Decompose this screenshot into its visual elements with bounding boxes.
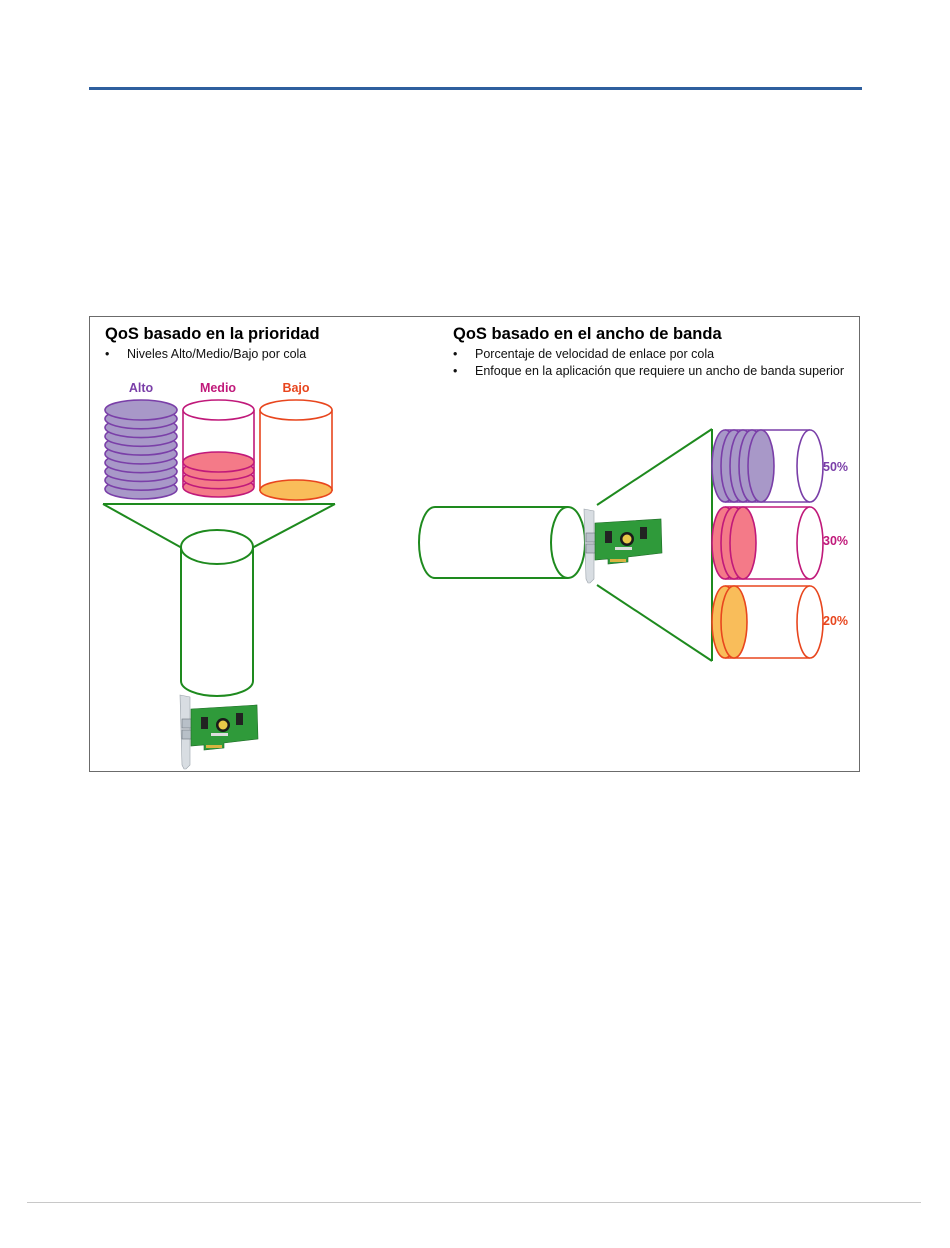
queue-disk [720, 585, 748, 659]
bandwidth-bullet-text: Porcentaje de velocidad de enlace por co… [475, 347, 715, 361]
bullet-dot: • [453, 347, 458, 361]
priority-funnel [102, 503, 336, 549]
queue-label-alto: Alto [129, 381, 154, 395]
bullet-dot: • [105, 347, 110, 361]
bullet-dot: • [453, 364, 458, 378]
link-cylinder-vertical [180, 529, 254, 697]
header-rule [89, 87, 862, 90]
bajo-queue-cylinder [259, 399, 333, 501]
priority-panel-title: QoS basado en la prioridad [105, 325, 320, 343]
queue-percent-30: 30% [823, 534, 848, 548]
bandwidth-bullet-2: • Enfoque en la aplicación que requiere u… [453, 364, 844, 378]
bandwidth-queue-cylinder [711, 429, 824, 503]
queue-disk [729, 506, 757, 580]
link-cylinder-horizontal [418, 506, 586, 579]
queue-percent-20: 20% [823, 614, 848, 628]
bandwidth-queue-cylinder [711, 506, 824, 580]
priority-bullet: • Niveles Alto/Medio/Bajo por cola [105, 347, 306, 361]
queue-label-bajo: Bajo [282, 381, 309, 395]
network-adapter-card-icon [583, 508, 663, 584]
queue-disk [104, 399, 178, 421]
queue-disk [747, 429, 775, 503]
qos-diagram-figure: QoS basado en la prioridad • Niveles Alto… [89, 316, 860, 772]
footer-rule [27, 1202, 921, 1203]
bandwidth-bullet-text: Enfoque en la aplicación que requiere un… [475, 364, 845, 378]
network-adapter-card-icon [179, 694, 259, 770]
medio-queue-cylinder [182, 399, 255, 498]
queue-disk [182, 451, 255, 473]
queue-percent-50: 50% [823, 460, 848, 474]
bandwidth-queue-cylinder [711, 585, 824, 659]
queue-label-medio: Medio [200, 381, 236, 395]
bandwidth-panel-title: QoS basado en el ancho de banda [453, 325, 722, 343]
alto-queue-cylinder [104, 399, 178, 500]
priority-bullet-text: Niveles Alto/Medio/Bajo por cola [127, 347, 307, 361]
bandwidth-bullet-1: • Porcentaje de velocidad de enlace por c… [453, 347, 714, 361]
diagram-art: Alto Medio Bajo [102, 381, 848, 770]
